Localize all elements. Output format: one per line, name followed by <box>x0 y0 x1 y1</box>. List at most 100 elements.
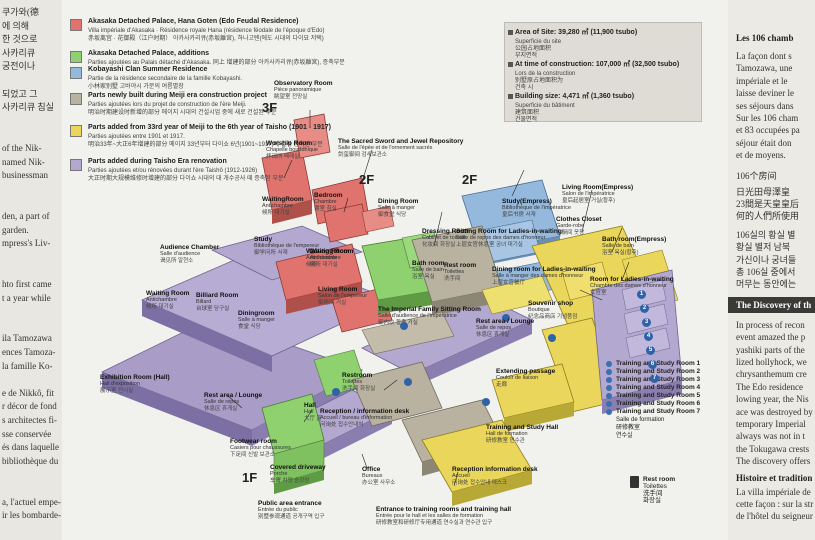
left-panel-line: a, l'actuel empe- <box>2 496 61 507</box>
right-panel-line: et de moyens. <box>736 150 786 161</box>
room-name: Waiting Room <box>306 248 350 255</box>
right-panel-band: The Discovery of th <box>728 296 815 313</box>
room-name-asian: 休息区 휴게실 <box>204 406 238 412</box>
left-panel-line: ila Tamozawa <box>2 333 52 344</box>
left-panel-line: hto first came <box>2 279 52 289</box>
left-panel-line: 사카리큐 <box>2 47 36 58</box>
left-panel-line: named Nik- <box>2 156 45 167</box>
room-name-asian: 眺望室 전망실 <box>274 94 308 100</box>
left-panel-line: r décor de fond <box>2 401 57 412</box>
right-panel-line: 가신이나 궁녀들 <box>736 254 797 265</box>
room-name: Sitting Room for Ladies-in-waiting <box>456 228 562 235</box>
right-panel-line: et 83 occupées pa <box>736 125 800 136</box>
floor-map-board: Akasaka Detached Palace, Hana Goten (Edo… <box>62 0 728 540</box>
restroom-legend-zh: 洗手间 <box>643 490 663 497</box>
room-name: The Imperial Family Sitting Room <box>378 306 481 313</box>
info-markers <box>332 314 556 406</box>
room-name: Study(Empress) <box>502 198 552 205</box>
right-panel-section-title: Histoire et tradition <box>736 472 813 483</box>
stat-line: 别墅原占地面积为 <box>515 78 564 84</box>
room-name: The Sacred Sword and Jewel Repository <box>338 138 464 145</box>
restroom-legend-ko: 화장실 <box>643 497 661 504</box>
legend-title: Parts newly built during Meiji era const… <box>88 92 267 99</box>
left-panel-line: ir les bombarde- <box>2 510 61 521</box>
training-room-number-badge: 1 <box>637 290 646 299</box>
right-panel-line: ace was destroyed by <box>736 406 813 417</box>
room-name-asian: 候所 대기실 <box>146 304 174 310</box>
room-name-asian: 洗手间 화장실 <box>342 386 376 392</box>
room-name: Restroom <box>342 372 373 379</box>
room-name: Reception information desk <box>452 466 538 473</box>
room-name-asian: 办公室 사무소 <box>362 480 396 486</box>
left-panel-line: sse conservée <box>2 428 52 439</box>
room-name-fr: Salle de l'épée et de l'ornement sacrés <box>338 145 433 151</box>
left-panel-line: t a year while <box>2 292 51 303</box>
legend-fr: Parties ajoutées et/ou rénovées durant l… <box>88 168 258 174</box>
stat-line: 건축 시 <box>515 85 534 91</box>
room-name-asian: 台球室 당구실 <box>196 306 230 312</box>
legend-swatch <box>70 93 82 105</box>
left-panel-line: 되었고 그 <box>2 88 38 99</box>
training-room-number-badge: 5 <box>646 346 655 355</box>
stat-line: Superficie du site <box>515 39 562 45</box>
right-panel-line: event amazed the p <box>736 332 806 343</box>
room-name-fr: Billard <box>196 299 212 305</box>
room-name: Exhibition Room (Hall) <box>100 374 170 381</box>
room-name-fr: Salle à manger des dames d'honneur <box>492 273 584 279</box>
room-label: Study(Empress)Bibliothèque de l'impératr… <box>502 198 571 219</box>
legend-title: Akasaka Detached Palace, additions <box>88 50 209 57</box>
legend-fr: Parties ajoutées au Palais détaché d'Aka… <box>88 60 345 66</box>
room-name: Bedroom <box>314 192 343 199</box>
room-name: WaitingRoom <box>262 196 304 203</box>
room-name-asian: 食堂 식당 <box>238 324 261 330</box>
legend-swatch <box>70 159 82 171</box>
legend-swatch <box>70 125 82 137</box>
left-panel-line: s architectes fi- <box>2 415 57 425</box>
left-panel-line: businessman <box>2 170 48 181</box>
room-name: Bath room(Empress) <box>602 236 667 243</box>
floor-2f-label-right: 2F <box>462 172 478 187</box>
room-name-fr: Bibliothèque de l'empereur <box>254 243 320 249</box>
right-panel-line: The Edo residence <box>736 381 803 392</box>
room-name-fr: Porche <box>270 471 288 477</box>
right-panel-line: 총 106실 중에서 <box>736 267 796 277</box>
room-name-fr: Bureaux <box>362 473 383 479</box>
room-name: Footwear room <box>230 438 277 445</box>
room-name-asian: 大厅 홀 <box>304 416 322 422</box>
stat-title: Area of Site: 39,280 ㎡ (11,900 tsubo) <box>515 29 638 36</box>
room-name: Living Room(Empress) <box>562 184 634 191</box>
legend-swatch <box>70 19 82 31</box>
right-panel-line: ses séjours dans <box>736 100 794 111</box>
room-name-asian: 候所 대기실 <box>310 262 338 268</box>
training-room-number-badge: 4 <box>644 332 653 341</box>
legend-title: Akasaka Detached Palace, Hana Goten (Edo… <box>88 18 299 25</box>
room-name: Diningroom <box>238 310 275 317</box>
room-name-asian: 剑玺御间 검새보관소 <box>338 152 387 158</box>
room-name-asian: 化妆间 화장실 <box>422 242 456 248</box>
room-name-fr: Bibliothèque de l'impératrice <box>502 205 571 211</box>
room-name: Entrance to training rooms and training … <box>376 506 512 513</box>
left-panel-line: és dans laquelle <box>2 442 59 453</box>
training-room-item: Training and Study Room 7 <box>606 408 700 416</box>
room-name: Covered driveway <box>270 464 326 471</box>
training-room-item: Training and Study Room 1 <box>606 360 700 368</box>
room-name-asian: 下足间 신발 보관소 <box>230 452 275 458</box>
right-panel-line: Tamozawa, une <box>736 63 793 74</box>
room-name-fr: Salle à manger <box>238 317 275 323</box>
legend-fr: Villa impériale d'Akasaka · Résidence ro… <box>88 28 325 34</box>
legend-asian: 明治33年~大正6年增建的部分 메이지 33년부터 다이쇼 6년(1901~19… <box>88 142 323 148</box>
room-label: Living Room(Empress)Salon de l'impératri… <box>562 184 633 205</box>
room-name-asian: 候所 <box>306 262 318 268</box>
